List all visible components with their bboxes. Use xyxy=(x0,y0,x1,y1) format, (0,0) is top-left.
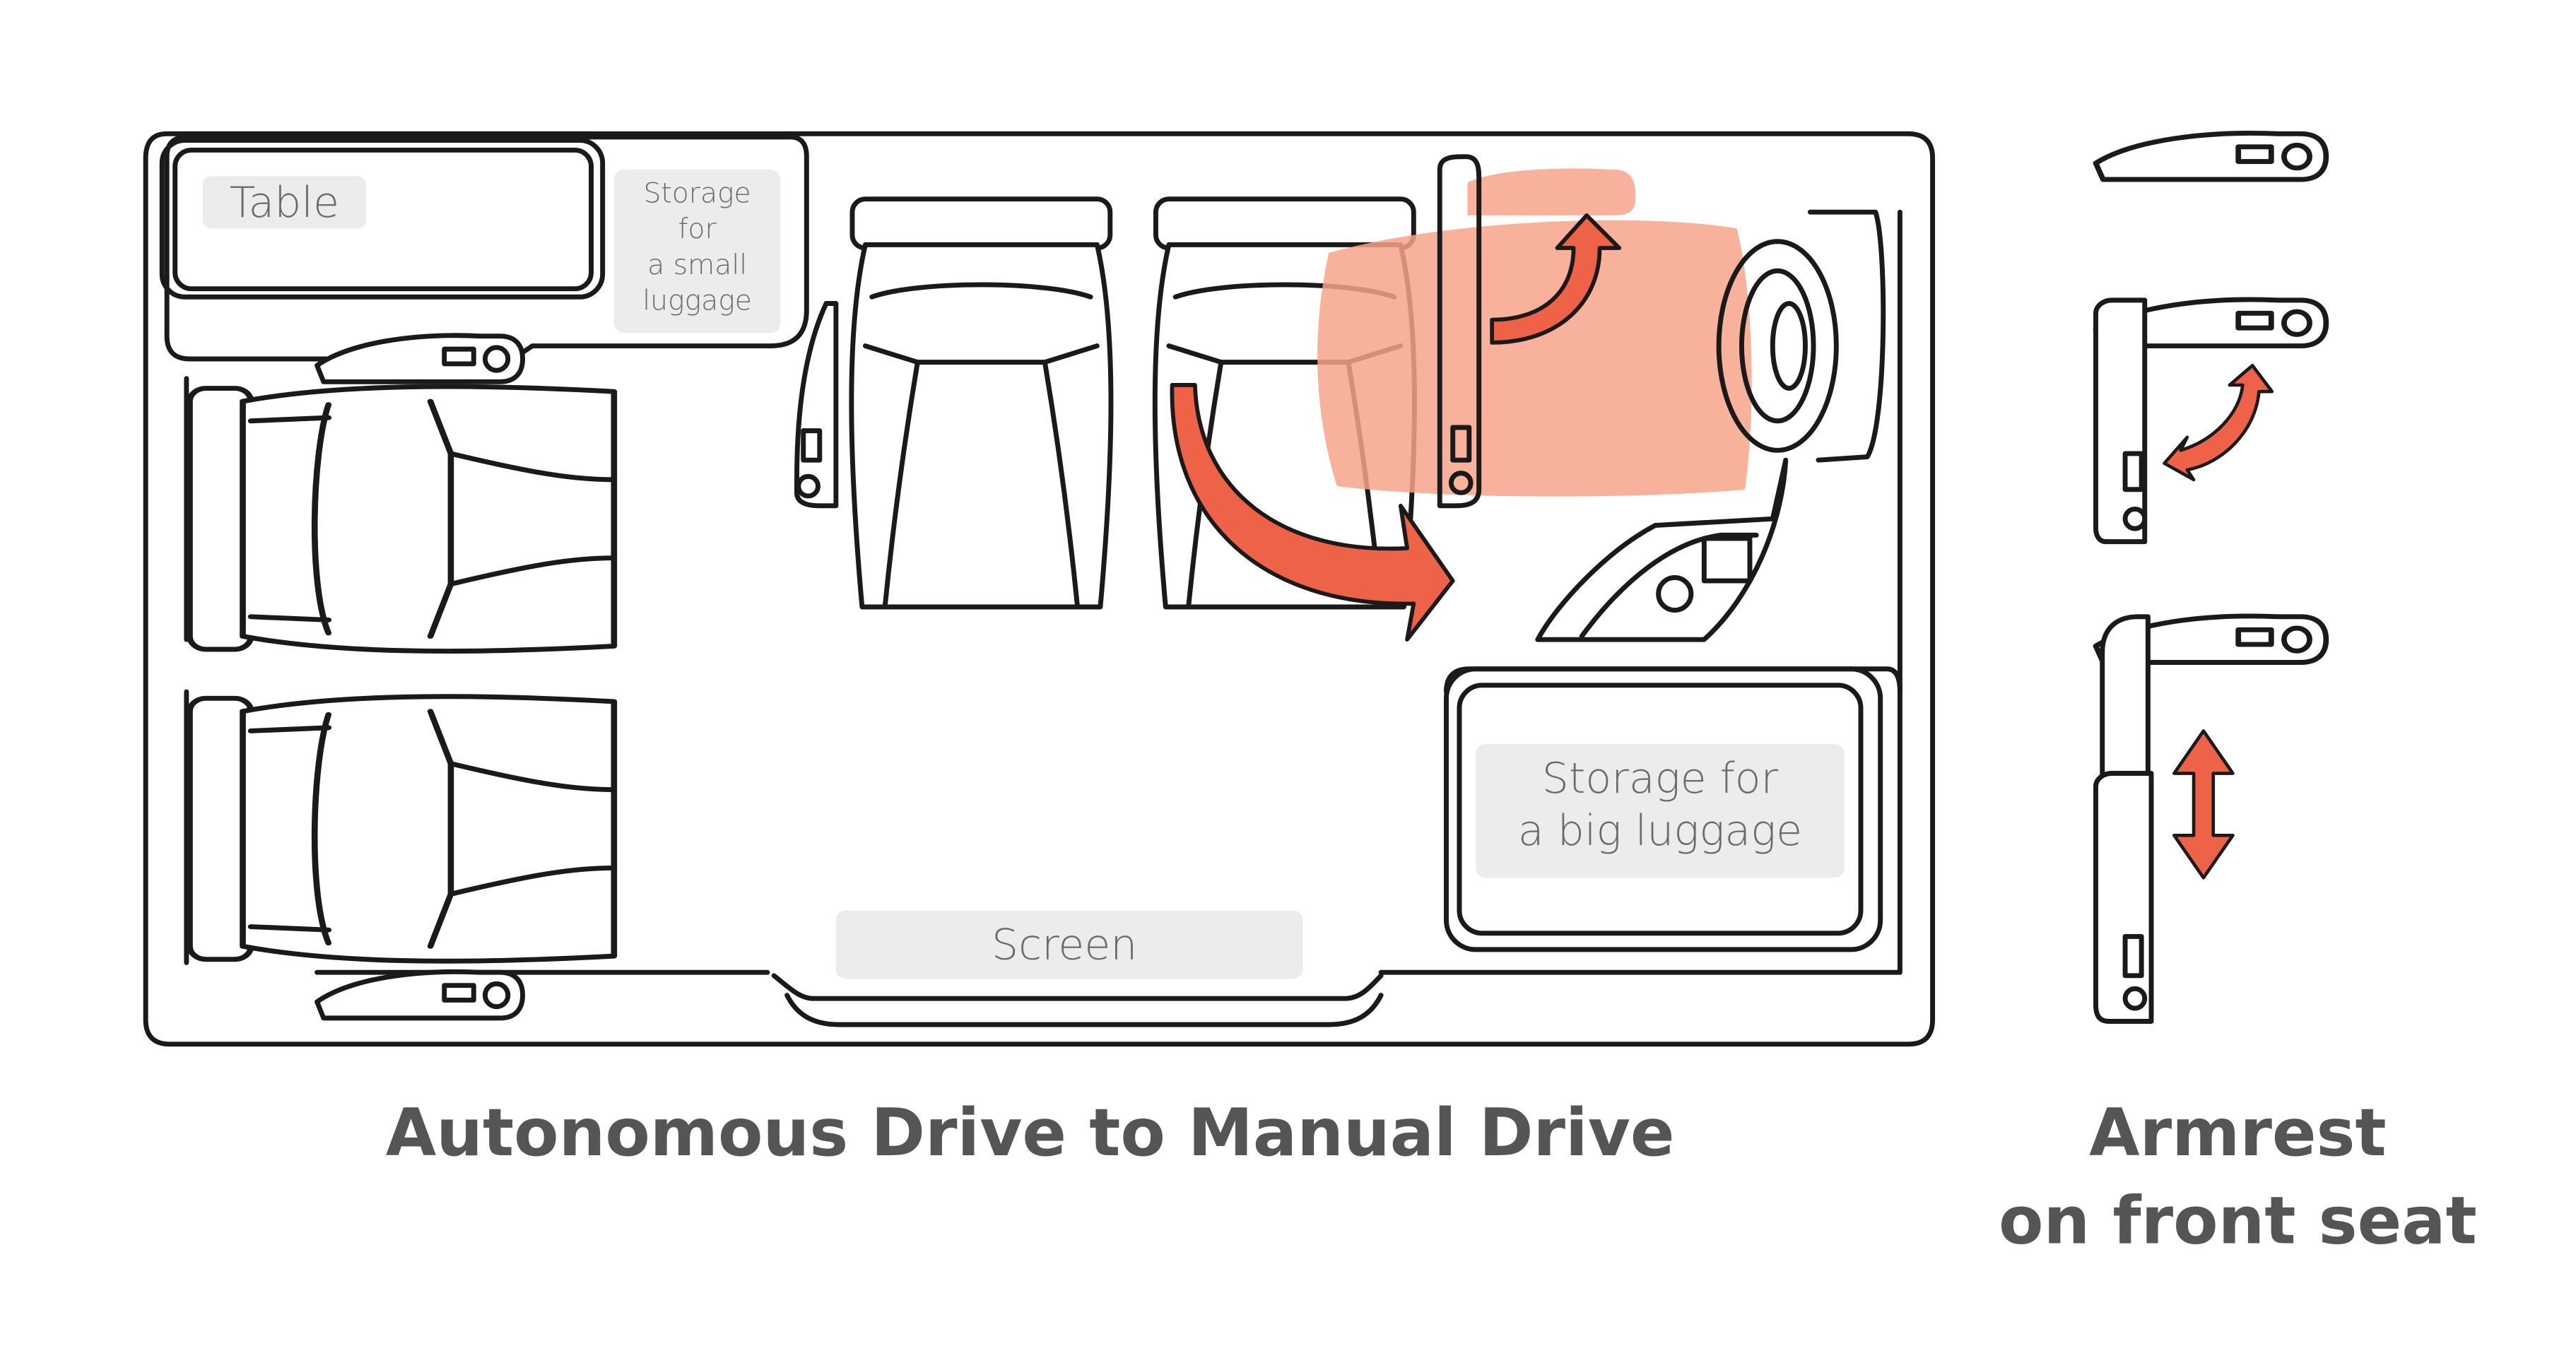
rear-bottom-armrest xyxy=(317,972,523,1018)
driver-armrest-highlight xyxy=(1467,168,1636,216)
big-storage-label-line-2: a big luggage xyxy=(1518,806,1802,856)
table-label: Table xyxy=(230,178,339,228)
center-console xyxy=(1535,457,1789,642)
small-storage-label-line-3: a small xyxy=(647,249,747,281)
armrest-state-3 xyxy=(2096,616,2327,1024)
steering-wheel xyxy=(1716,209,1886,463)
driver-seat-overlay xyxy=(1317,154,1752,509)
vehicle-outline xyxy=(143,131,1936,1047)
armrest-slide-arrow xyxy=(2172,729,2235,880)
big-storage-label-box xyxy=(1476,743,1845,878)
rear-seat-bottom xyxy=(189,697,613,962)
rotate-arrow-small xyxy=(1490,213,1622,345)
front-seat-left xyxy=(852,199,1111,607)
big-storage-area: Storage for a big luggage xyxy=(1444,666,1902,952)
big-storage-label-line-1: Storage for xyxy=(1542,754,1779,803)
small-storage-label-line-1: Storage xyxy=(643,177,751,209)
screen-label: Screen xyxy=(992,921,1137,970)
armrest-rotate-arrow xyxy=(2163,363,2274,482)
small-storage-label-box xyxy=(613,170,781,333)
table-area: Table Storage for a small luggage xyxy=(159,134,809,382)
armrest-caption-line-1: Armrest xyxy=(2089,1094,2387,1171)
table-armrest xyxy=(317,336,523,382)
screen-label-box xyxy=(835,910,1303,979)
armrest-state-2 xyxy=(2096,300,2327,545)
rotate-arrow-large xyxy=(1170,383,1455,642)
table-label-box xyxy=(202,176,366,229)
main-caption: Autonomous Drive to Manual Drive xyxy=(386,1094,1675,1171)
small-storage-label-line-2: for xyxy=(678,213,717,245)
armrest-state-1 xyxy=(2096,133,2327,179)
rear-seat-top xyxy=(189,386,613,651)
armrest-caption-line-2: on front seat xyxy=(1999,1183,2477,1259)
driver-seat-highlight xyxy=(1317,220,1752,497)
small-storage-label-line-4: luggage xyxy=(642,285,752,317)
front-seat-left-armrest xyxy=(794,301,839,509)
